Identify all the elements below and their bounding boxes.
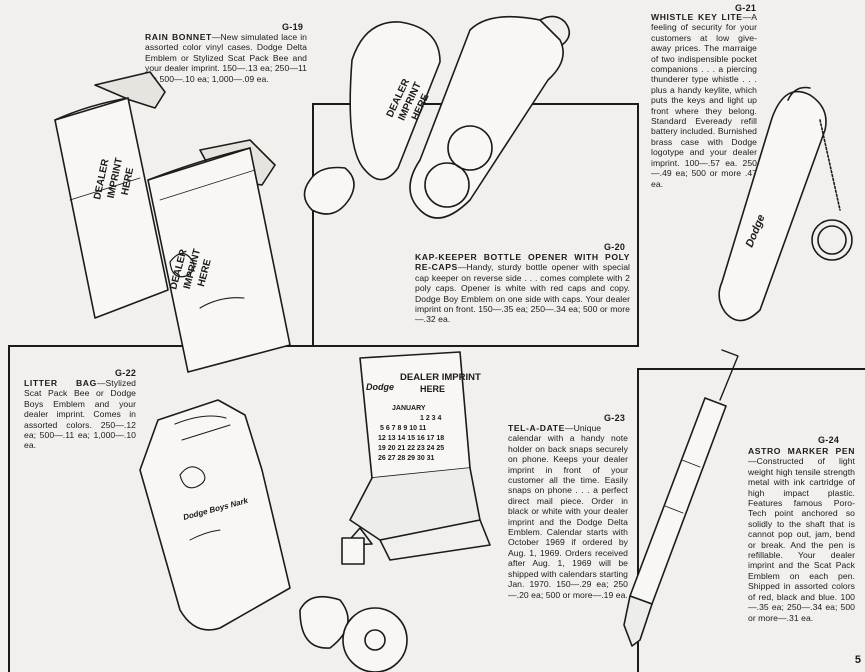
calendar-row-1: 1 2 3 4 [420,415,442,422]
item-name-g20: KAP-KEEPER BOTTLE OPENER WITH POLY RE-CA… [415,252,630,273]
item-name-g23: TEL-A-DATE [508,423,565,433]
item-code-g21: G-21 [735,3,757,13]
item-text-g19: —New simulated lace in assorted color vi… [145,32,307,84]
litter-bag [139,399,291,631]
divider-left-vertical [8,345,10,672]
item-name-g22: LITTER BAG [24,378,97,388]
item-name-g21: WHISTLE KEY LITE [651,12,743,22]
item-desc-g22: LITTER BAG—Stylized Scat Pack Bee or Dod… [24,378,136,451]
calendar-brand: Dodge [366,382,394,392]
item-text-g24: —Constructed of light weight high tensil… [748,456,855,623]
divider-mid-horizontal [8,345,638,347]
divider-top-left-vertical [312,103,314,345]
calendar-row-2: 5 6 7 8 9 10 11 [380,425,426,432]
calendar-row-4: 19 20 21 22 23 24 25 [378,445,444,452]
bottle-opener-right [409,15,571,219]
item-desc-g23: TEL-A-DATE—Unique calendar with a handy … [508,423,628,600]
item-name-g24: ASTRO MARKER PEN [748,446,855,456]
calendar-row-3: 12 13 14 15 16 17 18 [378,435,444,442]
item-text-g21: —A feeling of security for your customer… [651,12,757,189]
item-desc-g20: KAP-KEEPER BOTTLE OPENER WITH POLY RE-CA… [415,252,630,325]
item-code-g24: G-24 [818,435,840,445]
bottle-opener-left [303,21,441,215]
item-desc-g21: WHISTLE KEY LITE—A feeling of security f… [651,12,757,189]
calendar-imprint-line-2: HERE [420,384,445,394]
calendar-row-5: 26 27 28 29 30 31 [378,455,435,462]
item-desc-g24: ASTRO MARKER PEN—Constructed of light we… [748,446,855,623]
tel-a-date-calendar [299,351,491,672]
whistle-key-lite [718,86,853,322]
item-text-g20: —Handy, sturdy bottle opener with specia… [415,262,630,325]
item-name-g19: RAIN BONNET [145,32,212,42]
divider-top-right-vertical [637,103,639,347]
astro-marker-pen [623,349,739,647]
rain-bonnet-case-front [147,139,291,373]
calendar-month: JANUARY [392,405,426,412]
calendar-face: DEALER IMPRINT HERE Dodge JANUARY 1 2 3 … [366,372,481,462]
page-number: 5 [854,654,861,666]
divider-right-horizontal [637,368,865,370]
item-desc-g19: RAIN BONNET—New simulated lace in assort… [145,32,307,84]
rain-bonnet-case-back [54,71,169,319]
item-code-g22: G-22 [115,368,137,378]
item-text-g22: —Stylized Scat Pack Bee or Dodge Boys Em… [24,378,136,451]
item-code-g23: G-23 [604,413,626,423]
item-code-g20: G-20 [604,242,626,252]
item-code-g19: G-19 [282,22,304,32]
calendar-imprint-line-1: DEALER IMPRINT [400,372,481,383]
item-text-g23: —Unique calendar with a handy note holde… [508,423,628,600]
divider-bottom-right-vertical [637,368,639,672]
